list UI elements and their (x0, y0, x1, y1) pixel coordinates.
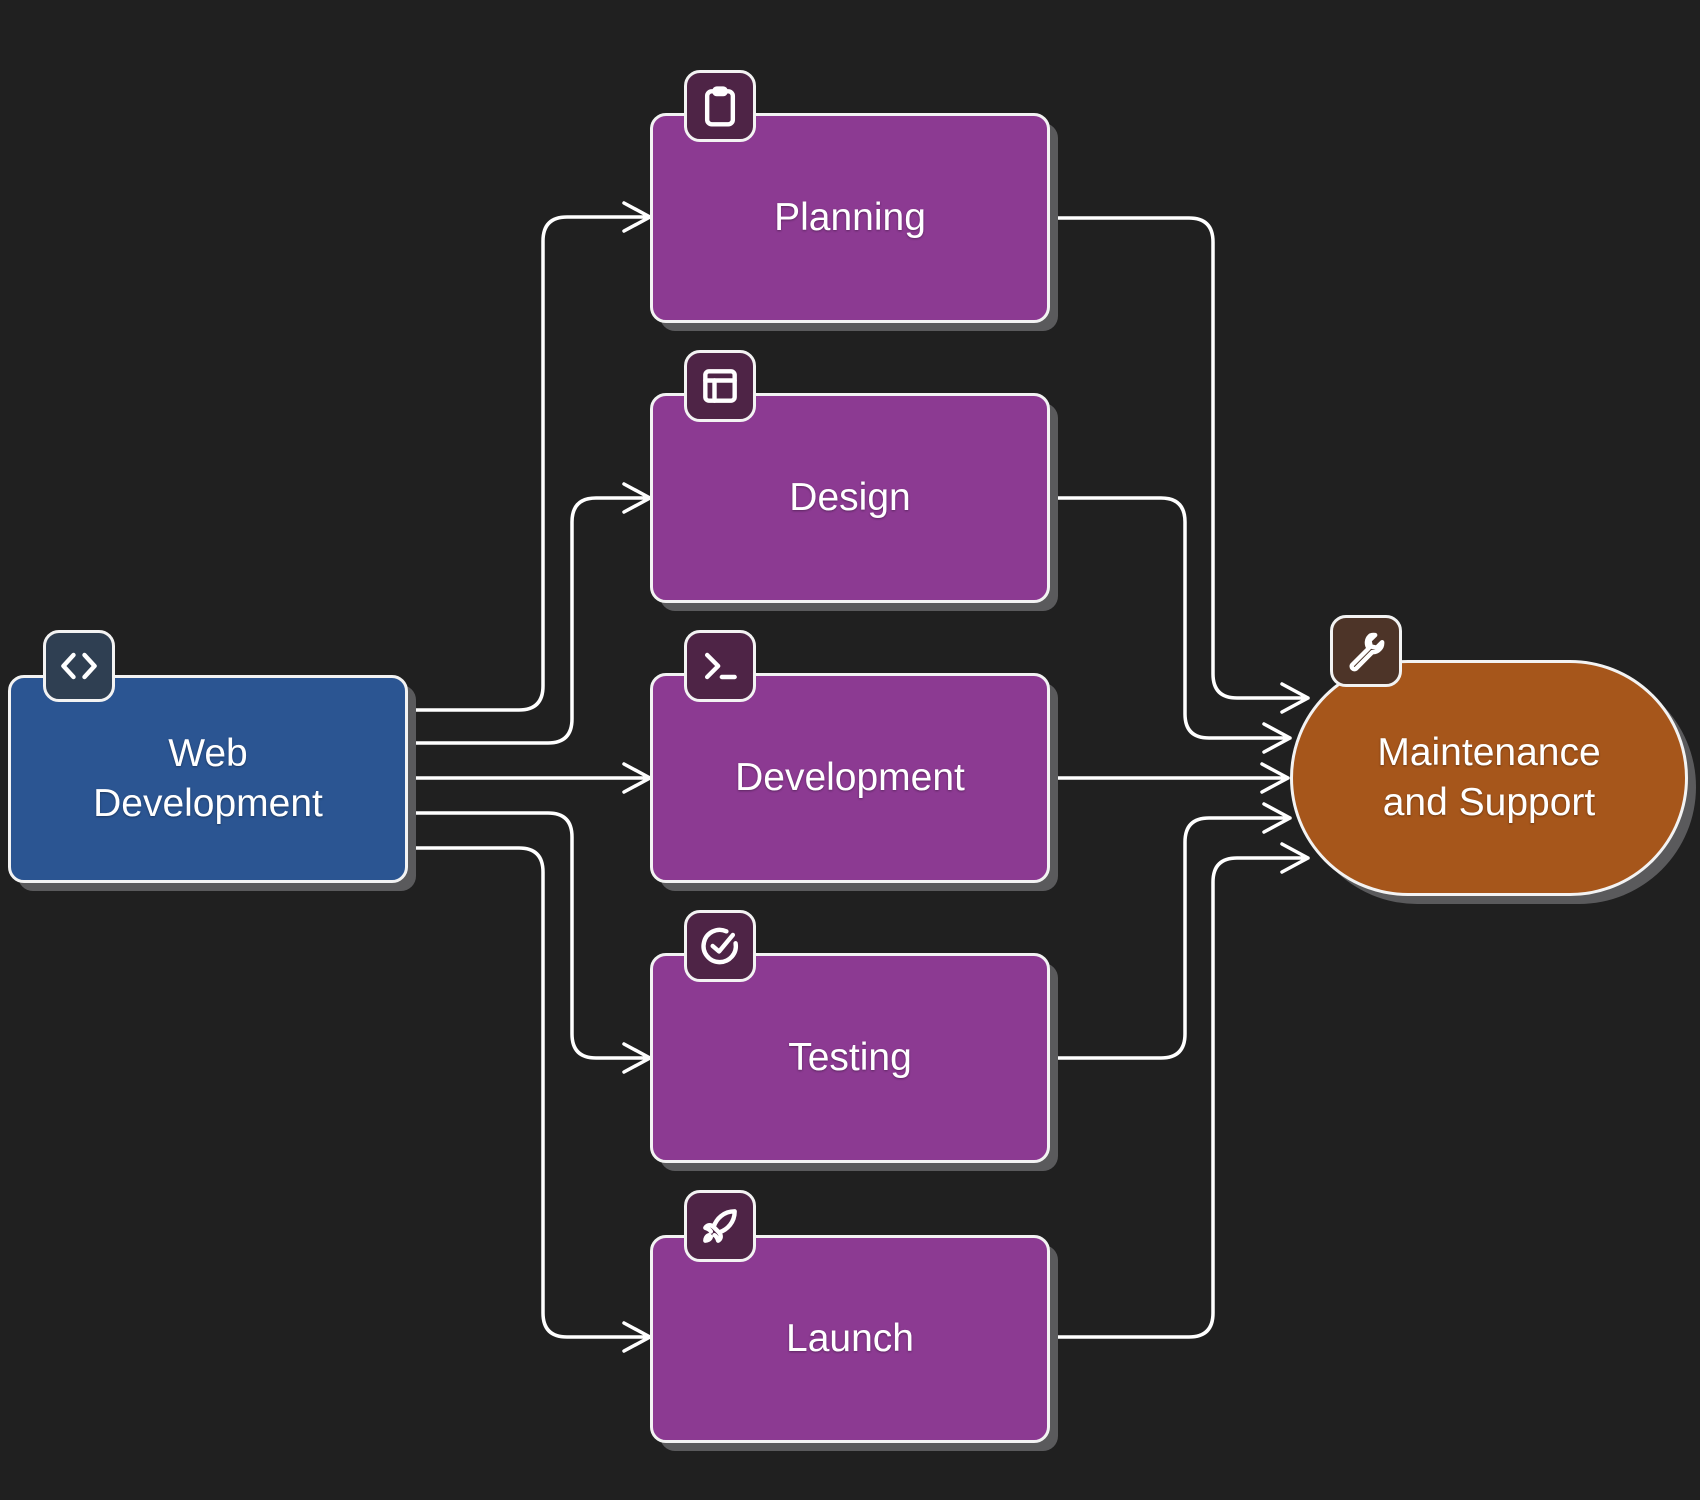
edge-web-development-to-testing (406, 811, 652, 1074)
badge-planning (684, 70, 756, 142)
node-label: Launch (786, 1317, 914, 1360)
terminal-icon (704, 652, 737, 680)
node-maintenance[interactable]: Maintenance and Support (1290, 660, 1688, 896)
node-label: Testing (788, 1036, 912, 1079)
wrench-icon (1349, 632, 1385, 672)
node-testing[interactable]: Testing (650, 953, 1050, 1163)
edge-development-to-maintenance (1048, 762, 1290, 794)
edge-launch-to-maintenance (1048, 842, 1310, 1339)
node-design[interactable]: Design (650, 393, 1050, 603)
node-label-line: Maintenance (1377, 731, 1601, 774)
edge-web-development-to-design (406, 482, 652, 745)
badge-maintenance (1330, 615, 1402, 687)
node-label-line: and Support (1382, 781, 1596, 824)
node-label-line: Web (168, 732, 248, 775)
badge-design (684, 350, 756, 422)
edge-web-development-to-development (406, 762, 652, 794)
edge-web-development-to-launch (406, 846, 652, 1353)
node-launch[interactable]: Launch (650, 1235, 1050, 1443)
badge-web-development (43, 630, 115, 702)
edge-web-development-to-planning (406, 201, 652, 712)
check-circle-icon (701, 927, 739, 965)
edge-design-to-maintenance (1048, 496, 1292, 754)
node-label: Web Development (93, 729, 323, 829)
node-label-line: Development (93, 782, 323, 825)
badge-testing (684, 910, 756, 982)
edge-planning-to-maintenance (1048, 216, 1310, 714)
node-web-development[interactable]: Web Development (8, 675, 408, 883)
node-development[interactable]: Development (650, 673, 1050, 883)
edge-testing-to-maintenance (1048, 802, 1292, 1060)
badge-launch (684, 1190, 756, 1262)
node-label: Planning (774, 196, 926, 239)
layout-icon (703, 369, 737, 403)
code-icon (61, 652, 97, 680)
rocket-icon (703, 1209, 737, 1243)
clipboard-icon (704, 86, 736, 127)
node-planning[interactable]: Planning (650, 113, 1050, 323)
node-label: Maintenance and Support (1377, 728, 1600, 828)
node-label: Design (789, 476, 911, 519)
node-label: Development (735, 756, 965, 799)
badge-development (684, 630, 756, 702)
